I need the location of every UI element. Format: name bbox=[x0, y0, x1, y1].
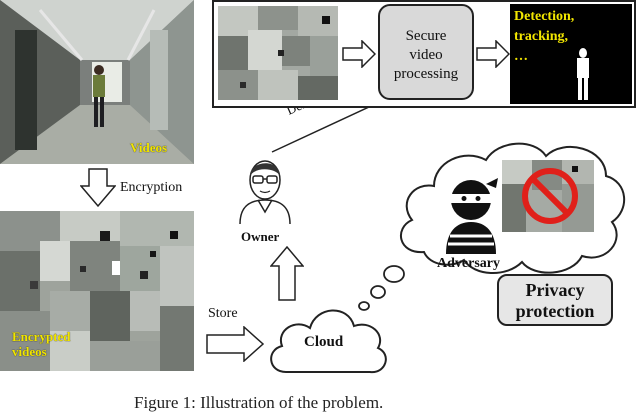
result-line2: tracking, bbox=[514, 29, 569, 44]
secure-line3: processing bbox=[393, 66, 459, 82]
prohibited-sign-icon bbox=[522, 168, 578, 224]
encryption-arrow bbox=[80, 168, 116, 208]
pipeline-arrow-2 bbox=[476, 40, 510, 68]
masked-thief-icon bbox=[446, 178, 498, 254]
corridor-scene bbox=[0, 0, 194, 164]
encrypted-videos-line2: videos bbox=[12, 344, 47, 359]
demand-line bbox=[271, 99, 385, 153]
privacy-protection-box: Privacy protection bbox=[497, 274, 613, 326]
thought-dots bbox=[358, 265, 405, 311]
store-label: Store bbox=[208, 306, 238, 321]
detection-result-panel: Detection, tracking, … bbox=[510, 4, 632, 104]
pipeline-arrow-1 bbox=[342, 40, 376, 68]
encrypted-videos-label: Encrypted videos bbox=[12, 329, 71, 359]
secure-line2: video bbox=[409, 47, 443, 63]
cloud-label: Cloud bbox=[304, 334, 344, 350]
encrypted-thumbnail-scene bbox=[218, 6, 338, 100]
encrypted-view-scene bbox=[502, 160, 594, 232]
upload-arrow bbox=[270, 246, 304, 301]
result-line1: Detection, bbox=[514, 9, 575, 24]
result-text: Detection, tracking, … bbox=[514, 7, 574, 67]
privacy-line1: Privacy bbox=[525, 280, 585, 300]
privacy-line2: protection bbox=[515, 301, 595, 321]
figure-caption: Figure 1: Illustration of the problem. bbox=[134, 393, 384, 412]
secure-processing-box: Secure video processing bbox=[378, 4, 474, 100]
owner-label: Owner bbox=[241, 229, 280, 244]
encrypted-scene bbox=[0, 211, 194, 371]
encrypted-view-thumbnail bbox=[502, 160, 594, 232]
encryption-label: Encryption bbox=[120, 180, 183, 195]
encrypted-videos-line1: Encrypted bbox=[12, 329, 71, 344]
person-with-glasses-icon bbox=[239, 160, 291, 224]
encrypted-thumbnail bbox=[218, 6, 338, 100]
original-video-frame: Videos bbox=[0, 0, 194, 164]
cloud-icon bbox=[270, 309, 387, 374]
videos-label: Videos bbox=[130, 140, 168, 155]
result-line3: … bbox=[514, 49, 528, 64]
adversary-label: Adversary bbox=[437, 256, 500, 271]
store-arrow bbox=[206, 326, 264, 362]
secure-line1: Secure bbox=[405, 28, 447, 44]
encrypted-video-frame: Encrypted videos bbox=[0, 211, 194, 371]
silhouette-mask bbox=[577, 48, 589, 100]
